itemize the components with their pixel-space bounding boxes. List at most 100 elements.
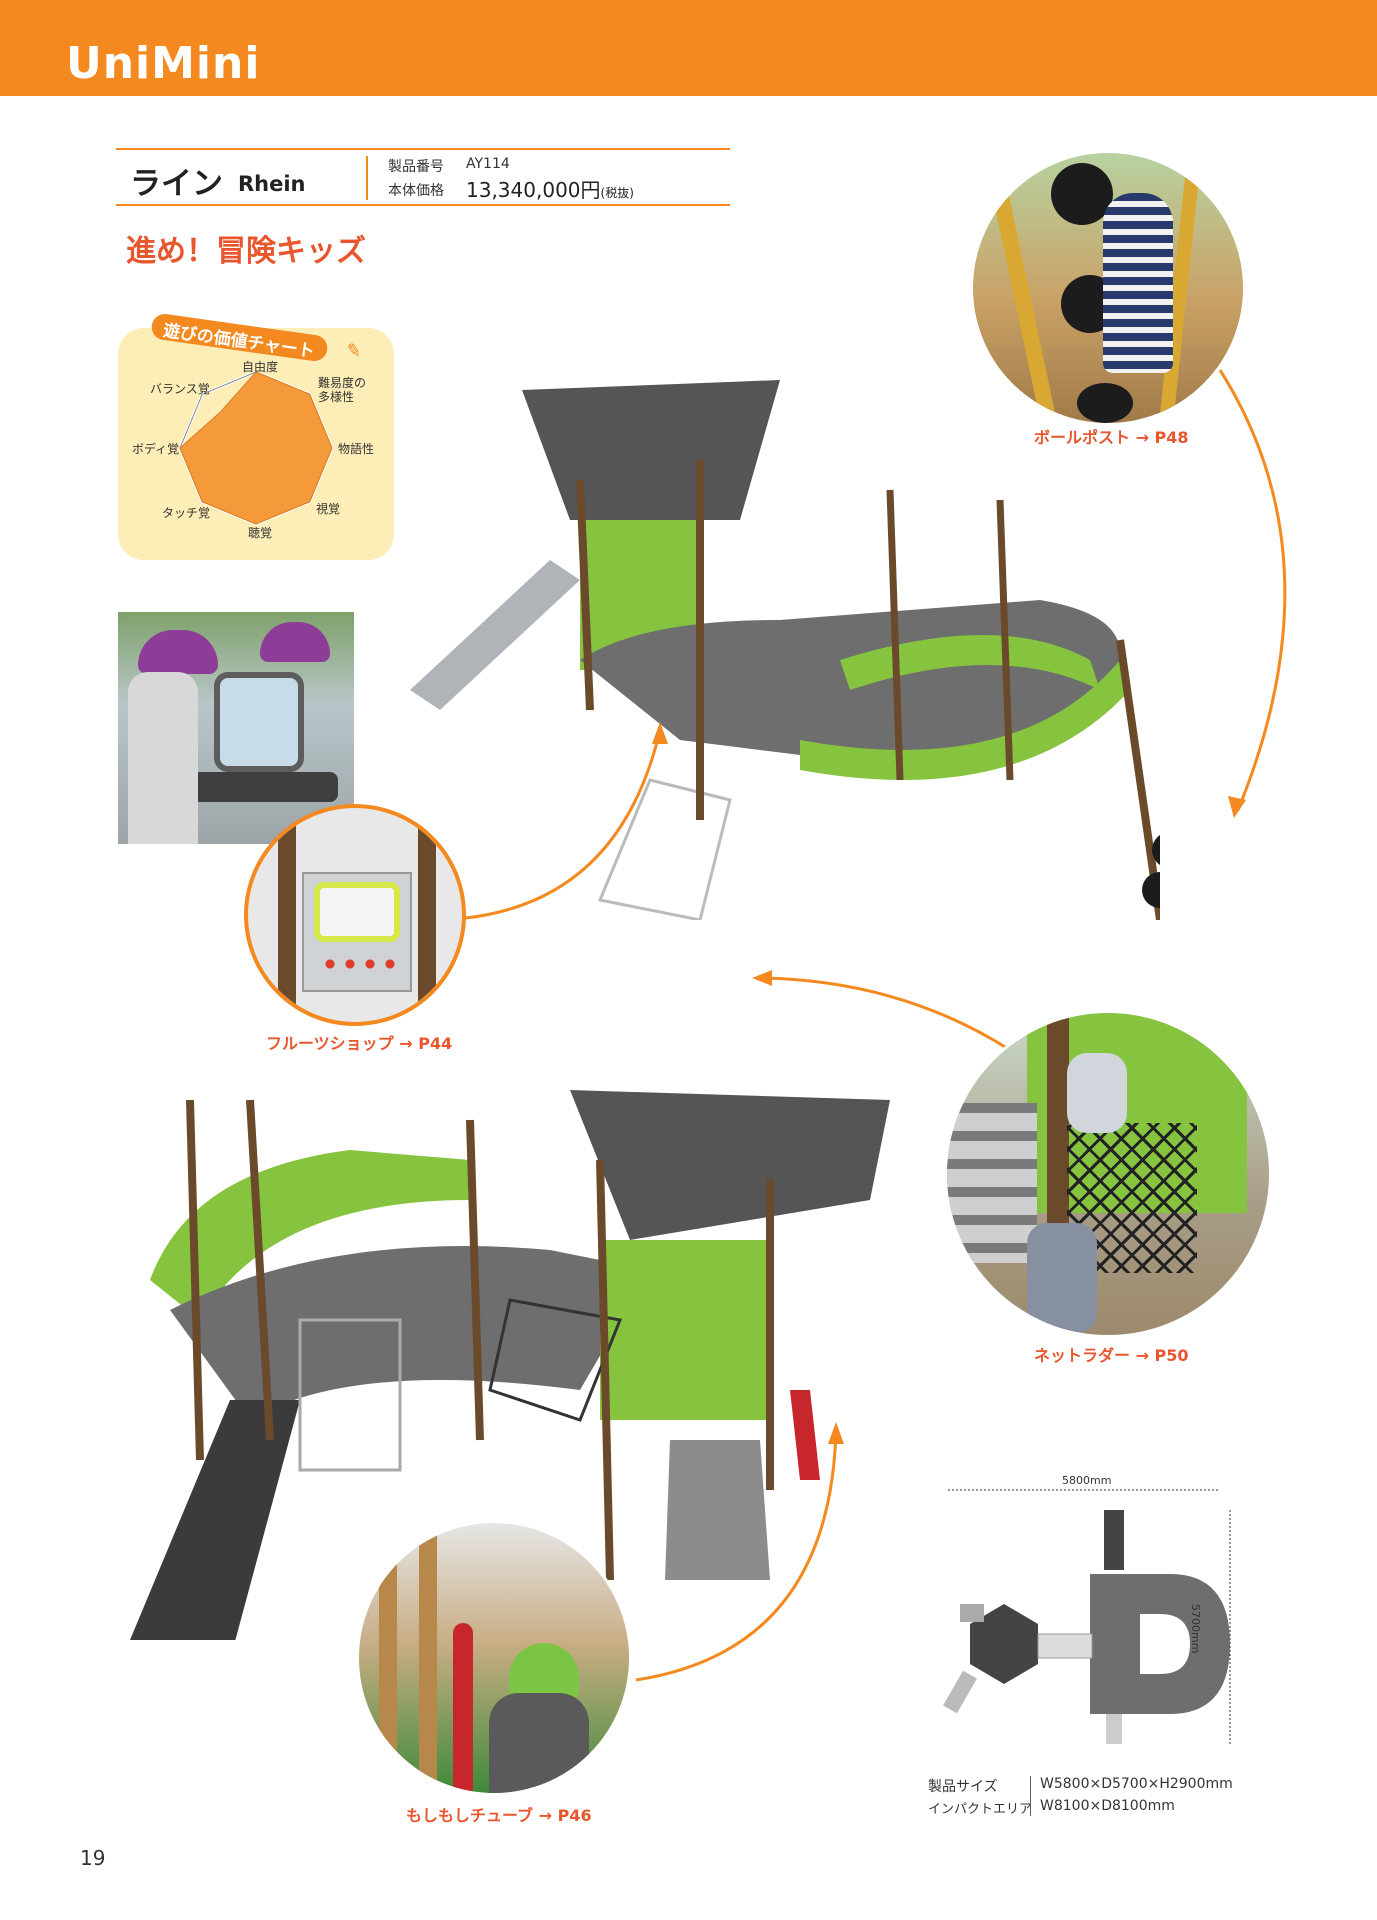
roof-panel-top xyxy=(522,380,780,520)
post xyxy=(379,1523,397,1793)
arrow-ball-post xyxy=(1218,369,1287,811)
black-ball xyxy=(1152,835,1160,865)
callout-tube: もしもしチューブ → P46 xyxy=(406,1806,592,1825)
width-dimension: 5800mm xyxy=(1062,1474,1112,1487)
value-chart-svg xyxy=(178,370,334,526)
price-label: 本体価格 xyxy=(388,183,444,199)
roof-panel-bottom xyxy=(570,1090,890,1240)
arrow-head xyxy=(752,970,772,986)
plan-tower xyxy=(970,1604,1038,1684)
plan-ladder xyxy=(1106,1714,1122,1744)
size-label-2: インパクトエリア xyxy=(928,1802,1033,1817)
size-separator xyxy=(1030,1776,1031,1816)
post xyxy=(246,1099,274,1441)
post xyxy=(419,1523,437,1793)
product-name-en: Rhein xyxy=(238,172,306,196)
ball-post-photo xyxy=(970,150,1246,426)
size-value-2: W8100×D8100mm xyxy=(1040,1798,1175,1814)
curved-wall-outer xyxy=(800,660,1130,780)
shop-window xyxy=(314,882,400,942)
counter-tray xyxy=(188,772,338,802)
post xyxy=(466,1119,484,1441)
child-figure xyxy=(1103,193,1173,373)
net-ladder-photo xyxy=(944,1010,1272,1338)
playground-render-bottom xyxy=(130,1090,890,1640)
plan-slide xyxy=(1104,1510,1124,1570)
post xyxy=(886,489,904,781)
price-note: (税抜) xyxy=(600,186,634,200)
net-ladder xyxy=(597,778,732,920)
price-value-wrap: 13,340,000円(税抜) xyxy=(466,174,634,203)
post xyxy=(596,1159,614,1581)
deck-walkway xyxy=(170,1246,650,1420)
size-value-1: W5800×D5700×H2900mm xyxy=(1040,1776,1233,1792)
axis-label-body: ボディ覚 xyxy=(132,442,180,456)
steps xyxy=(947,1103,1037,1263)
red-tube xyxy=(790,1390,820,1480)
callout-net-ladder: ネットラダー → P50 xyxy=(1034,1346,1189,1365)
size-label-1: 製品サイズ xyxy=(928,1779,998,1795)
slide-bottom xyxy=(130,1400,300,1640)
pencil-icon: ✎ xyxy=(344,339,363,363)
page-number: 19 xyxy=(80,1846,106,1870)
plan-curve-inner xyxy=(1140,1614,1190,1674)
axis-label-hearing: 聴覚 xyxy=(248,526,273,540)
header-bar: UniMini xyxy=(0,0,1377,96)
value-chart-card: 遊びの価値チャート ✎ 自由度 難易度の 多様性 物語性 視覚 聴覚 タッチ覚 … xyxy=(118,312,394,560)
axis-label-visual: 視覚 xyxy=(316,502,341,516)
curved-wall-back xyxy=(150,1150,470,1320)
plan-slide-3 xyxy=(943,1670,977,1714)
post xyxy=(186,1099,204,1461)
brand-title: UniMini xyxy=(66,38,261,89)
axis-label-difficulty-2: 多様性 xyxy=(318,390,355,404)
depth-dimension: 5700mm xyxy=(1189,1604,1202,1654)
axis-label-balance: バランス覚 xyxy=(150,382,210,396)
product-name-jp: ライン xyxy=(130,166,223,202)
post xyxy=(576,479,594,711)
red-tube xyxy=(453,1623,473,1793)
hat xyxy=(138,630,218,674)
fruit-shop-photo xyxy=(118,612,354,844)
title-separator xyxy=(366,156,368,200)
child-body xyxy=(489,1693,589,1793)
axis-label-story: 物語性 xyxy=(338,442,375,456)
callout-fruit-shop: フルーツショップ → P44 xyxy=(266,1034,453,1053)
black-ball xyxy=(1142,872,1160,908)
net-bridge xyxy=(488,1298,623,1422)
fruit-shop-detail xyxy=(244,804,466,1026)
black-ball xyxy=(1077,383,1133,423)
plan-slide-2 xyxy=(960,1604,984,1622)
axis-label-touch: タッチ覚 xyxy=(162,506,211,520)
climbing-wall xyxy=(665,1440,770,1580)
product-code-value: AY114 xyxy=(466,156,510,172)
product-title-box: ライン Rhein 製品番号 AY114 本体価格 13,340,000円(税抜… xyxy=(116,148,730,206)
chart-area xyxy=(179,371,333,525)
product-code-label: 製品番号 xyxy=(388,159,444,175)
curved-wall-inner xyxy=(840,635,1100,690)
post xyxy=(418,808,436,1022)
net-cage xyxy=(298,1318,402,1472)
plan-diagram: 5800mm 5700mm xyxy=(940,1474,1240,1764)
axis-label-difficulty-1: 難易度の xyxy=(318,376,367,390)
tube-photo xyxy=(356,1520,632,1796)
catchcopy: 進め！冒険キッズ xyxy=(126,234,366,269)
child-body xyxy=(128,672,198,844)
price-value: 13,340,000円 xyxy=(466,178,601,202)
hat xyxy=(260,622,330,662)
tower-panel xyxy=(600,1240,770,1420)
arrow-net-ladder xyxy=(759,976,1011,1052)
arrow-head xyxy=(1228,796,1246,818)
black-ball xyxy=(1051,163,1113,225)
callout-ball-post: ボールポスト → P48 xyxy=(1034,428,1189,447)
size-table: 製品サイズ W5800×D5700×H2900mm インパクトエリア W8100… xyxy=(928,1774,1248,1818)
plan-svg xyxy=(943,1489,1231,1744)
axis-label-freedom: 自由度 xyxy=(242,360,279,374)
child-hat xyxy=(509,1643,579,1699)
playground-render-top xyxy=(410,380,1160,920)
fruit-dots xyxy=(320,958,400,970)
child-bottom xyxy=(1027,1223,1097,1333)
child-top xyxy=(1067,1053,1127,1133)
plan-bridge xyxy=(1037,1633,1093,1659)
slide-top xyxy=(410,560,580,710)
post xyxy=(996,499,1014,781)
